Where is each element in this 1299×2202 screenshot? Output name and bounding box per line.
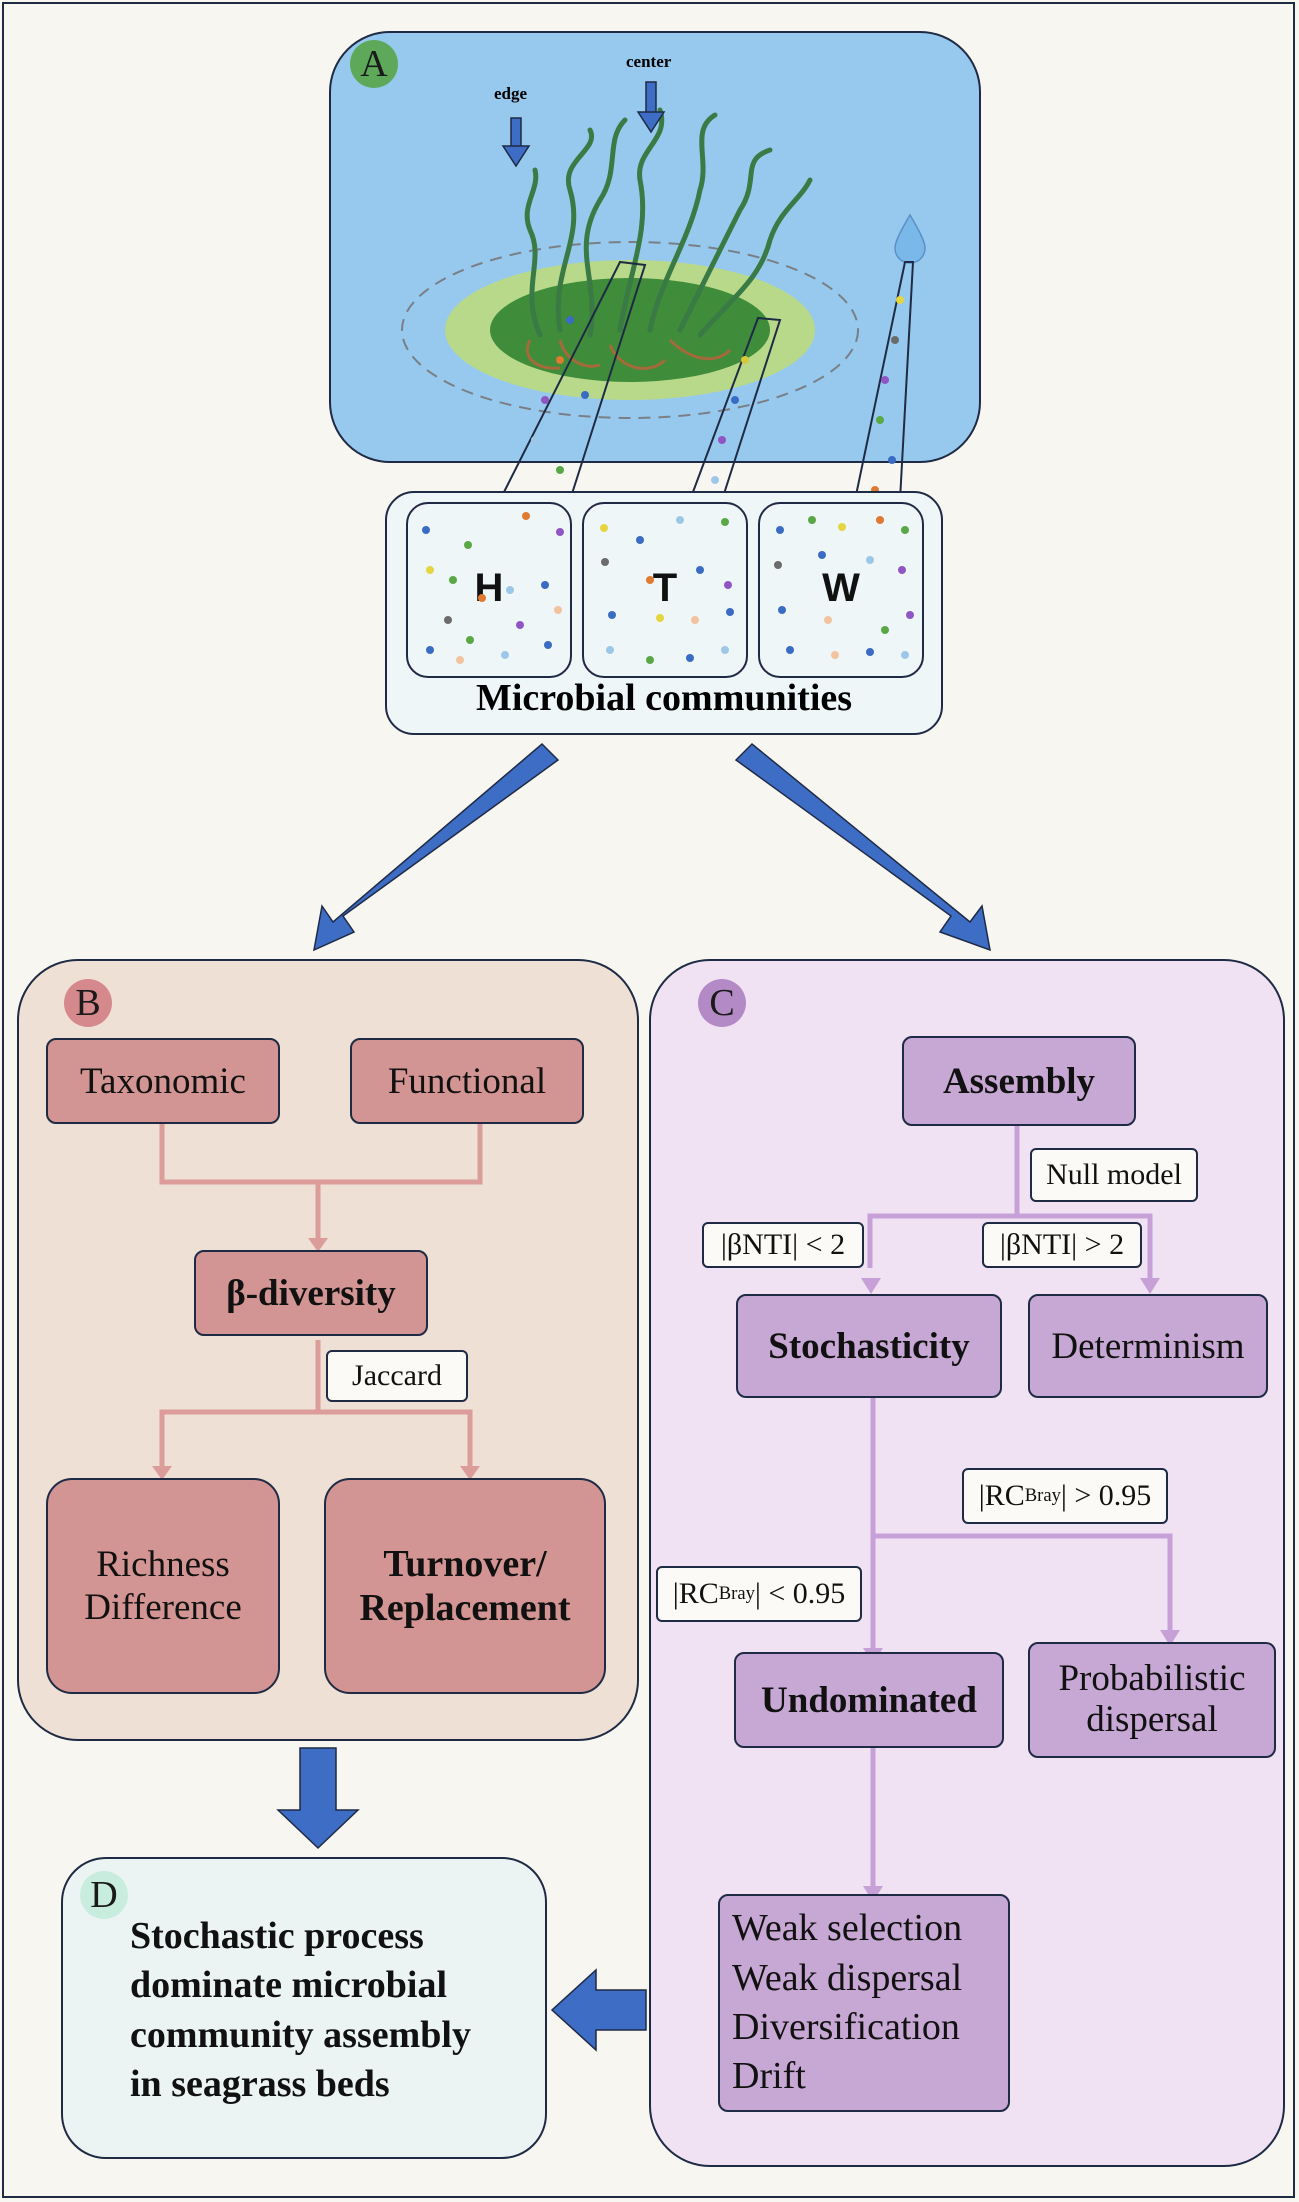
arrow-b-to-d [276,1747,360,1850]
center-label: center [626,52,672,71]
richness-line: Richness [96,1544,230,1585]
panel-c-letter: C [709,982,735,1024]
jaccard-label: Jaccard [326,1350,468,1402]
panel-b-badge [64,979,112,1027]
panel-c-badge [698,979,746,1027]
edge-arrow-icon [501,117,531,168]
edge-label: edge [494,84,528,103]
functional-box: Functional [350,1038,584,1124]
panel-d-background [61,1857,547,2159]
funnel-microbe-dots [531,296,904,494]
community-t-label: T [652,566,678,610]
panel-a-letter: A [360,43,388,85]
communities-title: Microbial communities [475,677,853,719]
assembly-box: Assembly [902,1036,1136,1126]
arrow-a-to-c [734,742,991,952]
bnti-lt-label: |βNTI| < 2 [702,1222,864,1268]
sampling-funnel-lines [499,260,915,501]
richness-difference-box: Richness Difference [46,1478,280,1694]
rc-gt-post: | > 0.95 [1060,1479,1152,1512]
arrow-a-to-b [313,742,560,952]
process-weak-selection: Weak selection [732,1907,963,1950]
turnover-line: Turnover/ [383,1543,547,1585]
community-t: T [582,502,748,678]
panel-d-letter: D [90,1874,118,1916]
community-w-label: W [822,566,860,610]
undominated-box: Undominated [734,1652,1004,1748]
panel-b-letter: B [75,982,101,1024]
community-h-label: H [474,566,504,610]
taxonomic-box: Taxonomic [46,1038,280,1124]
null-model-label: Null model [1030,1148,1198,1202]
panel-d-badge [80,1871,128,1919]
seagrass-plant-icon [524,107,813,338]
replacement-line: Replacement [359,1587,571,1629]
conclusion-line-2: dominate microbial [130,1964,448,2007]
conclusion-line-1: Stochastic process [130,1915,424,1957]
process-diversification: Diversification [732,2006,960,2048]
panel-b-connectors [159,1124,483,1468]
panel-c-connectors [867,1126,1173,1888]
processes-box: Weak selection Weak dispersal Diversific… [718,1894,1010,2112]
probabilistic-dispersal-box: Probabilistic dispersal [1028,1642,1276,1758]
probabilistic-line: Probabilistic [1058,1658,1246,1700]
center-arrow-icon [636,81,666,134]
rc-gt-sub: Bray [1024,1485,1061,1506]
community-h: H [406,502,572,678]
dispersal-line: dispersal [1086,1699,1218,1740]
rc-lt-post: | < 0.95 [754,1577,846,1610]
process-drift: Drift [732,2055,806,2098]
community-w: W [758,502,924,678]
arrow-c-to-d [550,1968,647,2052]
bnti-gt-label: |βNTI| > 2 [982,1222,1142,1268]
panel-a-badge [350,40,398,88]
rc-lt-pre: |RC [672,1577,719,1610]
conclusion-text: Stochastic process dominate microbial co… [130,1912,471,2110]
stochasticity-box: Stochasticity [736,1294,1002,1398]
turnover-replacement-box: Turnover/ Replacement [324,1478,606,1694]
rc-gt-pre: |RC [978,1479,1025,1512]
difference-line: Difference [84,1587,242,1628]
conclusion-line-3: community assembly [130,2013,471,2056]
conclusion-line-4: in seagrass beds [130,2063,390,2106]
bed-outer-boundary [401,241,859,419]
determinism-box: Determinism [1028,1294,1268,1398]
seagrass-roots-icon [525,338,732,370]
beta-diversity-box: β-diversity [194,1250,428,1336]
rc-lt-sub: Bray [718,1583,755,1604]
process-weak-dispersal: Weak dispersal [732,1956,963,1999]
